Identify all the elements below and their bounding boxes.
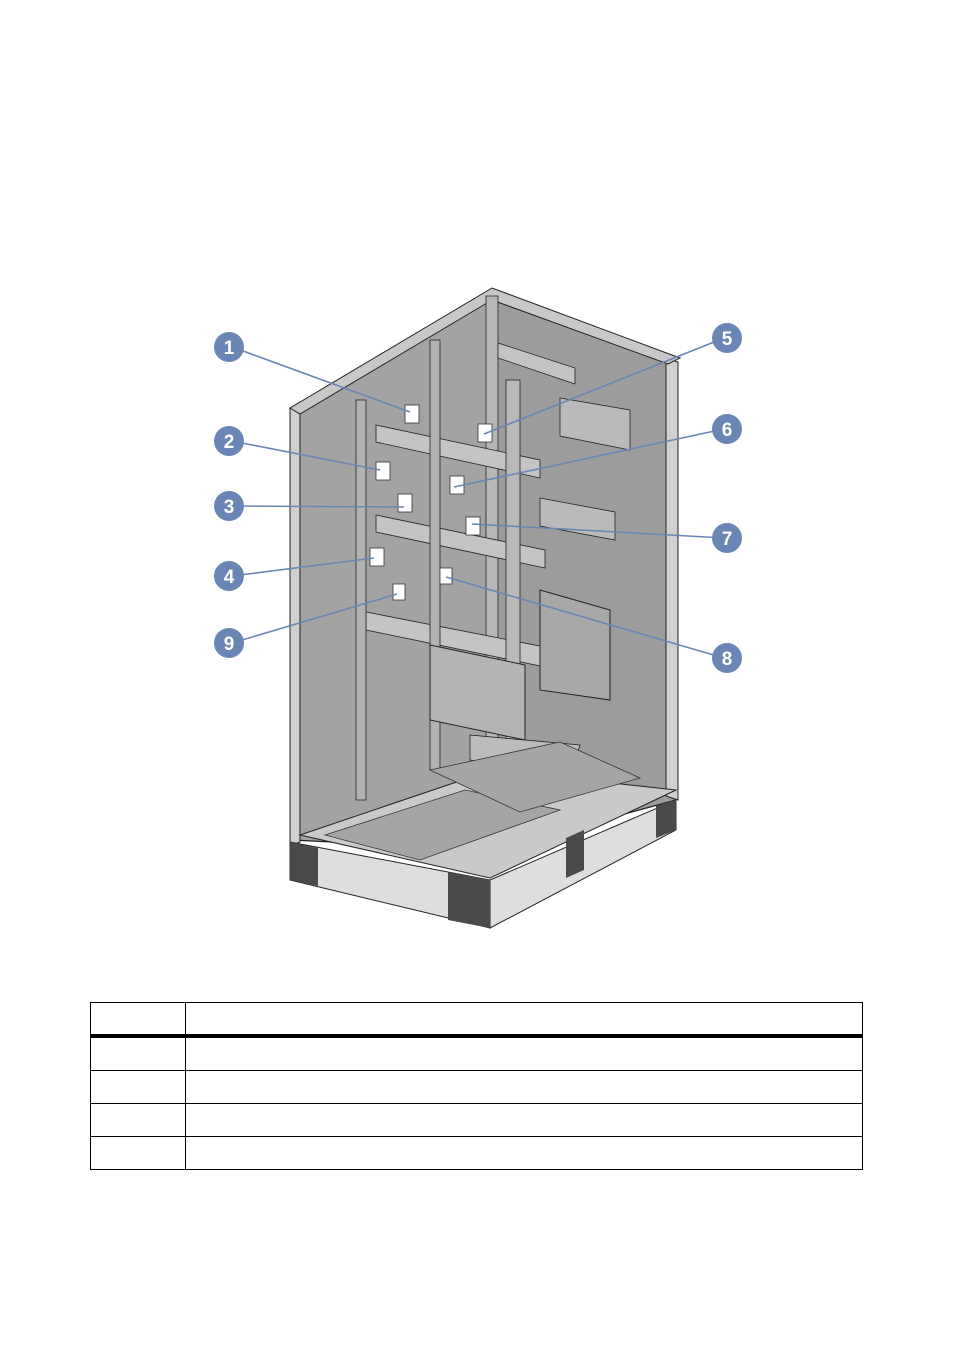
table-row xyxy=(90,1070,863,1104)
leader-8 xyxy=(445,576,725,659)
leader-1 xyxy=(231,346,411,413)
callout-7-label: 7 xyxy=(722,529,733,550)
table-cell xyxy=(185,1070,863,1104)
callout-4-label: 4 xyxy=(224,567,235,588)
callout-1-label: 1 xyxy=(224,338,235,359)
leader-9 xyxy=(231,593,398,644)
leader-2 xyxy=(231,440,381,471)
table-row xyxy=(90,1103,863,1137)
table-header-row xyxy=(90,1002,863,1038)
table-cell xyxy=(185,1103,863,1137)
table-row xyxy=(90,1035,863,1071)
callout-9-label: 9 xyxy=(224,634,235,655)
table-row xyxy=(90,1136,863,1170)
callout-8: 8 xyxy=(712,643,742,673)
callout-6-label: 6 xyxy=(722,420,733,441)
table-cell xyxy=(185,1035,863,1071)
callout-9: 9 xyxy=(214,628,244,658)
callout-6: 6 xyxy=(712,414,742,444)
callout-2: 2 xyxy=(214,426,244,456)
callout-5: 5 xyxy=(712,323,742,353)
callout-7: 7 xyxy=(712,523,742,553)
table-header-cell xyxy=(90,1002,186,1038)
callout-3-label: 3 xyxy=(224,497,235,518)
table-cell xyxy=(90,1103,186,1137)
table-cell xyxy=(90,1070,186,1104)
cabinet-illustration xyxy=(289,287,682,929)
callout-8-label: 8 xyxy=(722,649,733,670)
table-cell xyxy=(90,1035,186,1071)
leader-6 xyxy=(453,428,725,488)
callout-2-label: 2 xyxy=(224,432,235,453)
callout-3: 3 xyxy=(214,491,244,521)
leader-4 xyxy=(231,557,375,577)
legend-table xyxy=(90,1002,863,1170)
table-header-cell xyxy=(185,1002,863,1038)
leader-7 xyxy=(471,523,725,539)
table-cell xyxy=(185,1136,863,1170)
cabinet-figure: 1 2 3 4 5 6 7 8 9 xyxy=(214,287,742,929)
table-cell xyxy=(90,1136,186,1170)
leader-5 xyxy=(483,337,725,435)
callout-1: 1 xyxy=(214,332,244,362)
leader-3 xyxy=(231,505,405,508)
callout-5-label: 5 xyxy=(722,329,733,350)
callout-4: 4 xyxy=(214,561,244,591)
